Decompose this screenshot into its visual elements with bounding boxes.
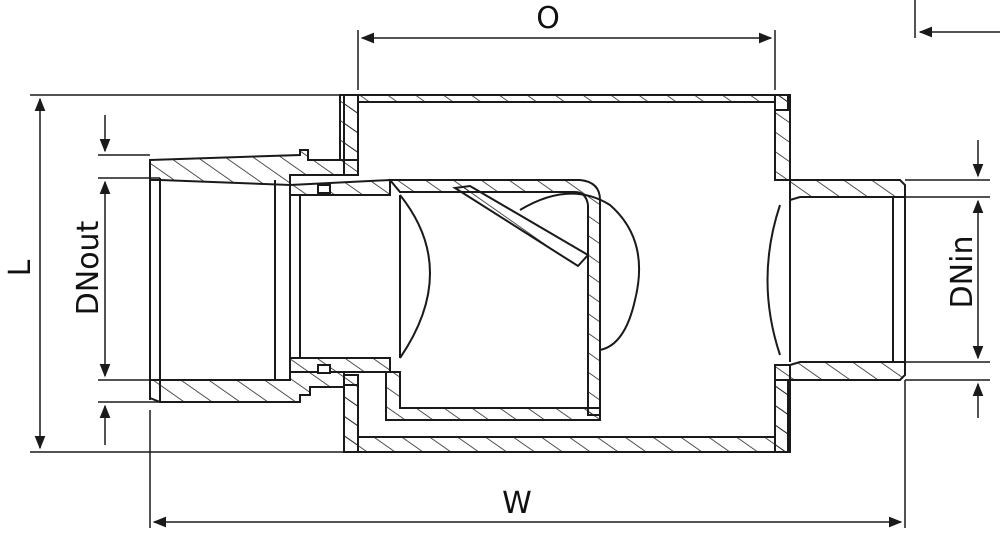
dimension-dnin: DNin — [905, 140, 990, 418]
label-w: W — [502, 486, 532, 521]
dimension-o: O — [357, 1, 776, 90]
label-l: L — [3, 259, 38, 276]
label-o: O — [536, 1, 560, 36]
float-cage — [385, 179, 641, 421]
label-dnin: DNin — [945, 236, 980, 309]
housing-body — [339, 94, 791, 453]
label-dnout: DNout — [71, 220, 106, 315]
dimension-w: W — [149, 380, 906, 528]
dimension-partial-top-right — [914, 0, 1000, 38]
dimension-dnout: DNout — [71, 115, 160, 445]
dimension-l: L — [3, 94, 344, 453]
inner-insert — [289, 178, 391, 374]
inlet-socket — [766, 179, 906, 381]
